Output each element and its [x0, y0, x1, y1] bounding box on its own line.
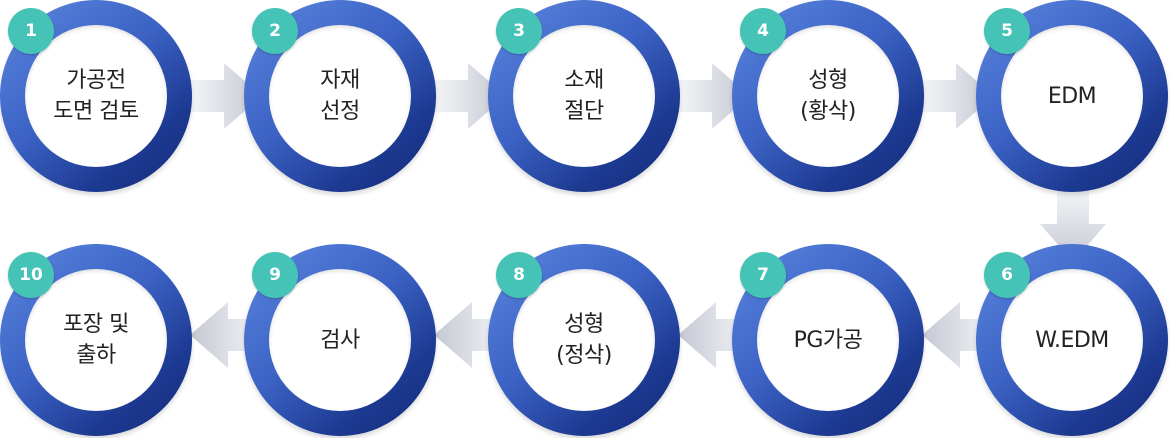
step-label: 소재 절단	[564, 65, 604, 127]
step-circle: 포장 및 출하	[25, 269, 167, 411]
arrow-left-icon	[190, 302, 262, 368]
step-label-line: 자재	[320, 68, 360, 93]
step-circle: 성형 (정삭)	[513, 269, 655, 411]
arrow-right-icon	[922, 63, 994, 129]
step-label-line: 선정	[320, 99, 360, 124]
step-label: 성형 (황삭)	[800, 65, 856, 127]
step-number-badge: 4	[740, 8, 786, 54]
step-label: 자재 선정	[320, 65, 360, 127]
step-number-badge: 5	[984, 8, 1030, 54]
arrow-right-icon	[190, 63, 262, 129]
step-number-badge: 8	[496, 252, 542, 298]
step-circle: W.EDM	[1001, 269, 1143, 411]
step-circle: EDM	[1001, 25, 1143, 167]
step-label: EDM	[1047, 81, 1097, 112]
arrow-left-icon	[678, 302, 750, 368]
step-circle: 성형 (황삭)	[757, 25, 899, 167]
step-label: 포장 및 출하	[63, 309, 129, 371]
step-1: 가공전 도면 검토 1	[0, 0, 192, 192]
arrow-left-icon	[434, 302, 506, 368]
arrow-down-icon	[1040, 190, 1106, 262]
step-label-line: 포장 및	[63, 312, 129, 337]
step-label-line: EDM	[1047, 83, 1097, 109]
step-number-badge: 2	[252, 8, 298, 54]
step-2: 자재 선정 2	[244, 0, 436, 192]
step-label-line: 도면 검토	[53, 99, 139, 124]
step-label: PG가공	[794, 325, 863, 356]
step-number-badge: 3	[496, 8, 542, 54]
step-label-line: PG가공	[793, 327, 863, 353]
step-label-line: 출하	[76, 343, 116, 368]
step-3: 소재 절단 3	[488, 0, 680, 192]
step-label: 가공전 도면 검토	[53, 65, 139, 127]
step-circle: PG가공	[757, 269, 899, 411]
step-7: PG가공 7	[732, 244, 924, 436]
step-label-line: 성형	[808, 68, 848, 93]
step-8: 성형 (정삭) 8	[488, 244, 680, 436]
step-label-line: (황삭)	[800, 99, 856, 124]
step-label: W.EDM	[1035, 325, 1109, 356]
step-label-line: 절단	[564, 99, 604, 124]
arrow-right-icon	[434, 63, 506, 129]
step-circle: 검사	[269, 269, 411, 411]
step-label-line: 검사	[320, 327, 360, 353]
step-number-badge: 1	[8, 8, 54, 54]
step-number-badge: 9	[252, 252, 298, 298]
step-label: 검사	[320, 325, 360, 356]
step-label-line: 소재	[564, 68, 604, 93]
step-circle: 가공전 도면 검토	[25, 25, 167, 167]
step-label-line: 성형	[564, 312, 604, 337]
step-label-line: 가공전	[66, 68, 126, 93]
step-label-line: (정삭)	[556, 343, 612, 368]
step-number-badge: 10	[8, 252, 54, 298]
step-label: 성형 (정삭)	[556, 309, 612, 371]
step-5: EDM 5	[976, 0, 1168, 192]
step-circle: 소재 절단	[513, 25, 655, 167]
step-number-badge: 7	[740, 252, 786, 298]
step-circle: 자재 선정	[269, 25, 411, 167]
step-number-badge: 6	[984, 252, 1030, 298]
step-6: W.EDM 6	[976, 244, 1168, 436]
arrow-left-icon	[922, 302, 994, 368]
step-4: 성형 (황삭) 4	[732, 0, 924, 192]
step-10: 포장 및 출하 10	[0, 244, 192, 436]
arrow-right-icon	[678, 63, 750, 129]
step-label-line: W.EDM	[1035, 327, 1109, 353]
step-9: 검사 9	[244, 244, 436, 436]
